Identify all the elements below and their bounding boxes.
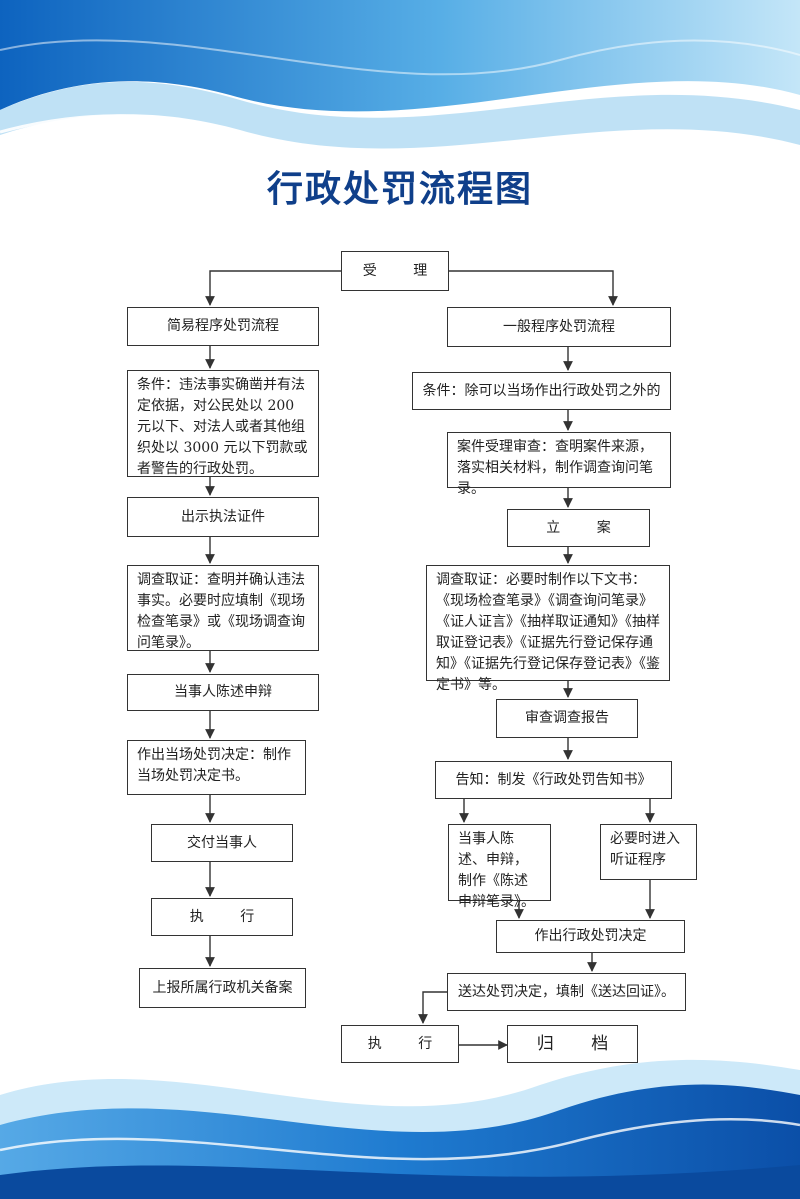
node-party-statement: 当事人陈述申辩 <box>127 674 319 711</box>
node-execute-general: 执 行 <box>341 1025 459 1063</box>
arrow-serve-to-execute <box>418 991 447 1024</box>
node-deliver-party: 交付当事人 <box>151 824 293 862</box>
node-general-flow: 一般程序处罚流程 <box>447 307 671 347</box>
arrow-accept-to-general <box>449 270 618 306</box>
node-simple-condition: 条件：违法事实确凿并有法定依据，对公民处以 200 元以下、对法人或者其他组织处… <box>127 370 319 477</box>
node-onsite-decision: 作出当场处罚决定：制作当场处罚决定书。 <box>127 740 306 795</box>
top-wave-background <box>0 0 800 155</box>
node-review-report: 审查调查报告 <box>496 699 638 738</box>
node-party-defense: 当事人陈述、申辩，制作《陈述申辩笔录》。 <box>448 824 551 910</box>
node-accept: 受 理 <box>341 251 449 291</box>
node-report-filing: 上报所属行政机关备案 <box>139 968 306 1008</box>
node-file-case: 立 案 <box>507 509 650 547</box>
node-make-decision: 作出行政处罚决定 <box>496 920 685 953</box>
bottom-wave-background <box>0 1059 800 1199</box>
node-simple-flow: 简易程序处罚流程 <box>127 307 319 346</box>
node-notify: 告知：制发《行政处罚告知书》 <box>435 761 672 799</box>
node-case-review: 案件受理审查：查明案件来源，落实相关材料，制作调查询问笔录。 <box>447 432 671 497</box>
node-hearing: 必要时进入听证程序 <box>600 824 697 880</box>
node-simple-investigation: 调查取证：查明并确认违法事实。必要时应填制《现场检查笔录》或《现场调查询问笔录》… <box>127 565 319 651</box>
node-general-investigation: 调查取证：必要时制作以下文书：《现场检查笔录》《调查询问笔录》《证人证言》《抽样… <box>426 565 670 693</box>
node-archive: 归 档 <box>507 1025 638 1063</box>
page-title: 行政处罚流程图 <box>266 169 533 210</box>
arrow-accept-to-simple <box>205 270 341 306</box>
node-execute-simple: 执 行 <box>151 898 293 936</box>
node-general-condition: 条件：除可以当场作出行政处罚之外的 <box>412 372 671 410</box>
node-show-credentials: 出示执法证件 <box>127 497 319 537</box>
node-serve-decision: 送达处罚决定，填制《送达回证》。 <box>447 973 686 1011</box>
